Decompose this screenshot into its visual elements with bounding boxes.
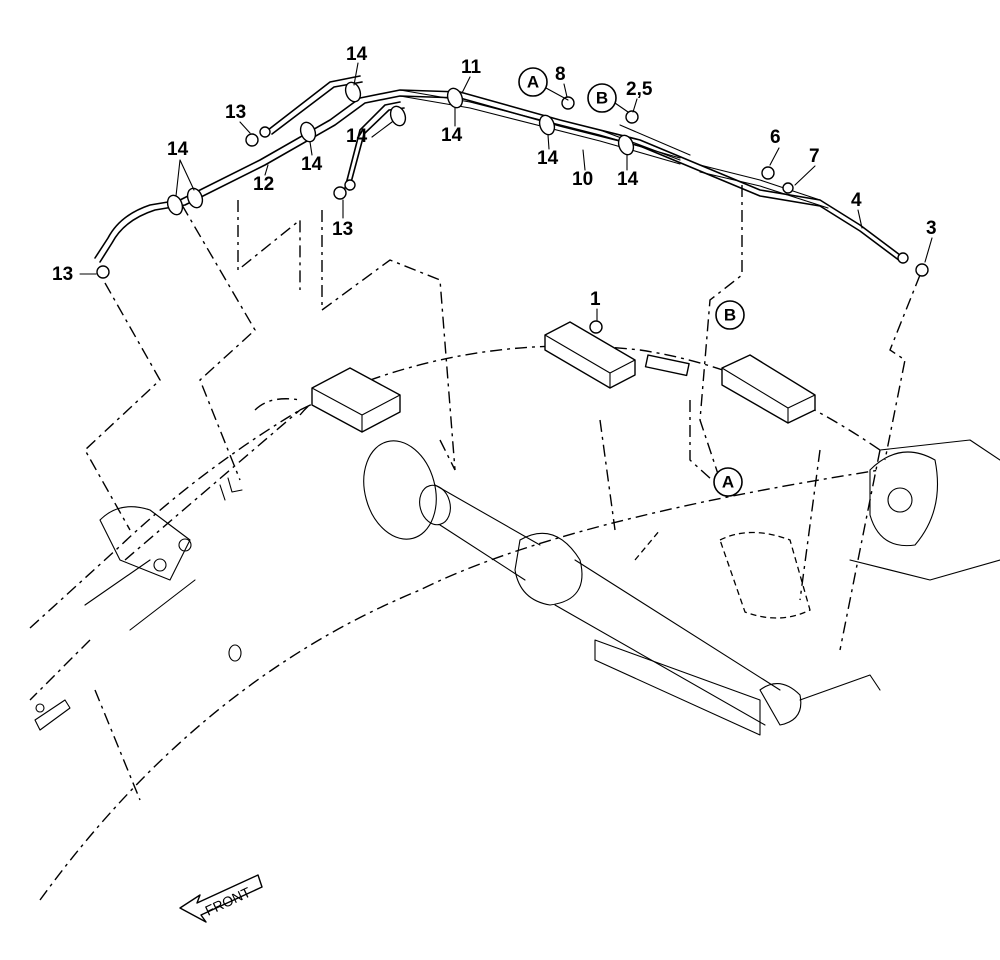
ref-a-top: A [518,67,548,97]
reference-markers: A B B A [518,67,745,497]
mounting-blocks [311,321,816,433]
callout-14: 14 [346,126,368,147]
leader-lines [84,185,921,531]
callout-2-5: 2,5 [626,79,653,100]
callout-14: 14 [301,154,323,175]
callout-11: 11 [461,57,482,78]
boom-phantom-outline [29,345,881,901]
callout-14: 14 [167,139,189,160]
callout-14: 14 [617,169,639,190]
tube-clamps [166,81,635,216]
callout-13: 13 [332,219,353,240]
callout-10: 10 [572,169,593,190]
svg-text:B: B [596,89,608,108]
callout-14: 14 [537,148,559,169]
ref-a-lower: A [713,467,743,497]
callout-3: 3 [926,218,937,239]
callout-1: 1 [590,289,601,310]
callout-6: 6 [770,127,781,148]
fittings [96,96,929,334]
callout-13: 13 [52,264,73,285]
boom-parts [34,439,1000,736]
svg-text:A: A [722,473,734,492]
callout-4: 4 [851,190,862,211]
callout-14: 14 [441,125,463,146]
callout-14: 14 [346,44,368,65]
front-arrow: FRONT [179,874,263,923]
svg-text:A: A [527,73,539,92]
ref-b-lower: B [715,300,745,330]
callout-13: 13 [225,102,246,123]
hydraulic-tubes [94,75,901,263]
callout-leaders [79,62,933,321]
callout-labels: 14 11 8 2,5 13 14 14 14 6 7 14 14 12 10 … [52,44,937,310]
ref-b-top: B [587,83,617,113]
svg-text:B: B [724,306,736,325]
callout-7: 7 [809,146,820,167]
callout-12: 12 [253,174,274,195]
callout-8: 8 [555,64,566,85]
